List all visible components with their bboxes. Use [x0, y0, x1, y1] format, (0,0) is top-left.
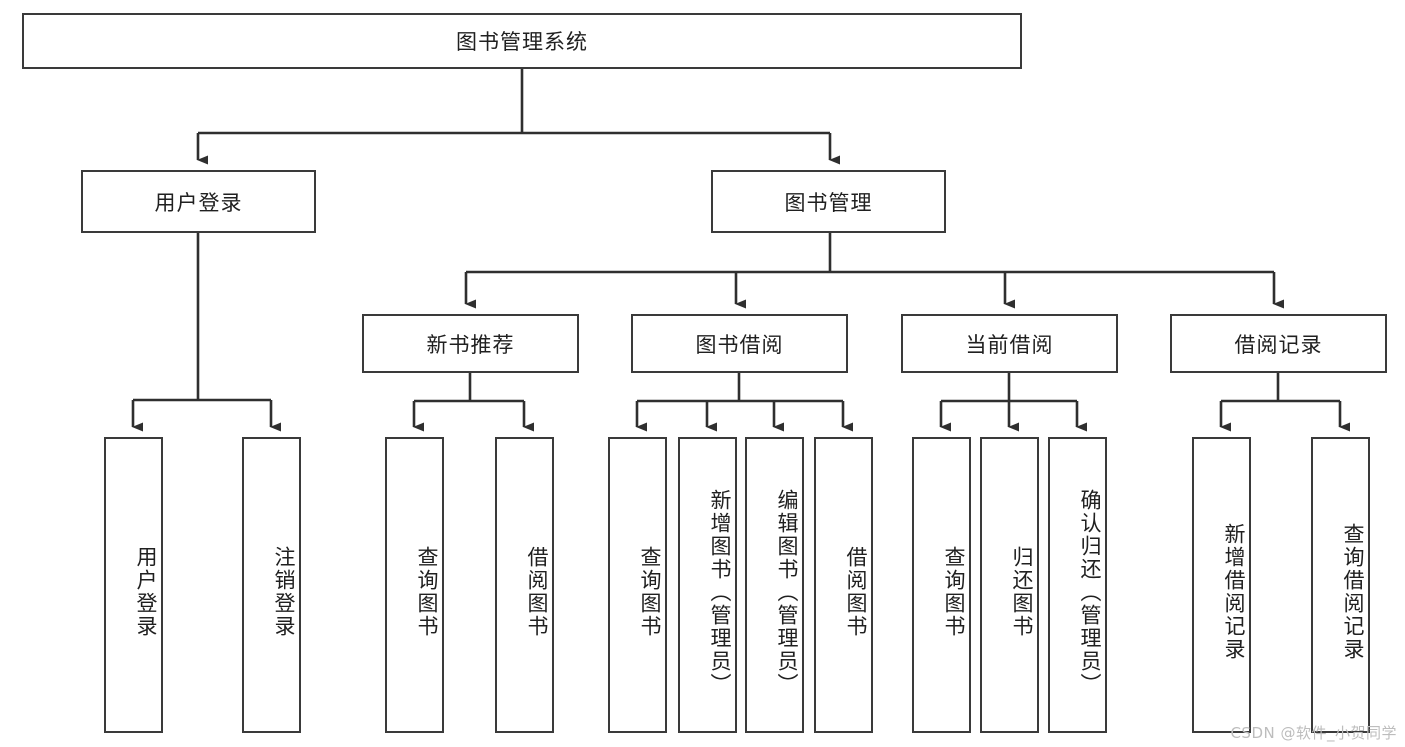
- node-user-login[interactable]: 用户登录: [81, 170, 316, 233]
- node-new-book-recommend[interactable]: 新书推荐: [362, 314, 579, 373]
- leaf-new-book-borrow[interactable]: 借阅图书: [495, 437, 554, 733]
- leaf-current-borrow-confirm-return[interactable]: 确认归还（管理员）: [1048, 437, 1107, 733]
- leaf-book-borrow-borrow[interactable]: 借阅图书: [814, 437, 873, 733]
- leaf-current-borrow-return[interactable]: 归还图书: [980, 437, 1039, 733]
- leaf-user-login-signout[interactable]: 注销登录: [242, 437, 301, 733]
- leaf-current-borrow-query[interactable]: 查询图书: [912, 437, 971, 733]
- node-borrow-record[interactable]: 借阅记录: [1170, 314, 1387, 373]
- node-book-management[interactable]: 图书管理: [711, 170, 946, 233]
- leaf-borrow-record-query[interactable]: 查询借阅记录: [1311, 437, 1370, 733]
- leaf-book-borrow-query[interactable]: 查询图书: [608, 437, 667, 733]
- leaf-book-borrow-edit[interactable]: 编辑图书（管理员）: [745, 437, 804, 733]
- node-current-borrow[interactable]: 当前借阅: [901, 314, 1118, 373]
- node-root-book-management-system[interactable]: 图书管理系统: [22, 13, 1022, 69]
- leaf-borrow-record-add[interactable]: 新增借阅记录: [1192, 437, 1251, 733]
- node-book-borrow[interactable]: 图书借阅: [631, 314, 848, 373]
- leaf-user-login-signin[interactable]: 用户登录: [104, 437, 163, 733]
- leaf-book-borrow-add[interactable]: 新增图书（管理员）: [678, 437, 737, 733]
- csdn-watermark: CSDN @软件_小贺同学: [1230, 724, 1397, 742]
- leaf-new-book-query[interactable]: 查询图书: [385, 437, 444, 733]
